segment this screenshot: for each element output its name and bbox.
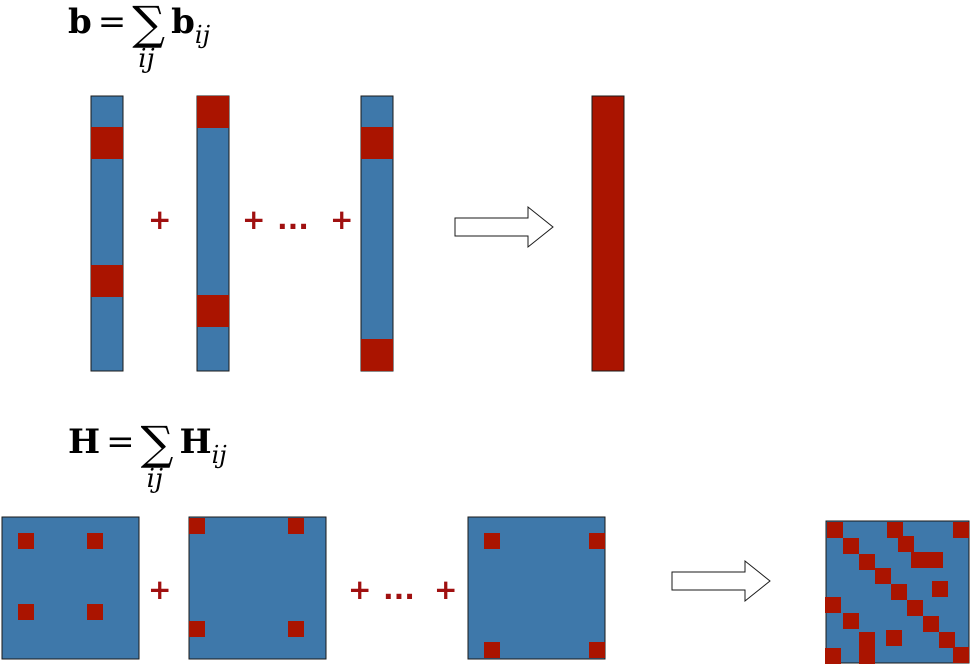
equation-h-subscript: ij: [146, 464, 164, 494]
matrix-highlight-block: [18, 604, 34, 620]
matrix-highlight-block: [891, 584, 907, 600]
matrix-highlight-block: [859, 554, 875, 570]
equation-b-sum-symbol: ∑ij: [132, 0, 165, 72]
matrix-h-term-1: [1, 516, 140, 660]
matrix-highlight-block: [907, 600, 923, 616]
matrix-highlight-block: [827, 522, 843, 538]
matrix-highlight-block: [859, 632, 875, 648]
matrix-h-term-n: [467, 516, 606, 660]
equation-h-rhs-index: ij: [211, 441, 227, 469]
equation-b-rhs-index: ij: [194, 21, 211, 49]
matrix-highlight-block: [886, 630, 902, 646]
equation-b-rhs: b: [171, 2, 195, 42]
vector-b-term-2: [196, 95, 230, 372]
matrix-highlight-block: [189, 621, 205, 637]
matrix-highlight-block: [589, 642, 605, 658]
matrix-highlight-block: [939, 632, 955, 648]
matrix-highlight-block: [87, 604, 103, 620]
matrix-highlight-block: [911, 552, 927, 568]
matrix-highlight-block: [953, 647, 969, 663]
vector-highlight-block: [197, 96, 229, 128]
vector-highlight-block: [361, 339, 393, 371]
matrix-highlight-block: [923, 616, 939, 632]
hollow-right-arrow-icon: [671, 559, 771, 603]
equation-h-sum-symbol: ∑ij: [141, 420, 174, 492]
matrix-highlight-block: [898, 536, 914, 552]
operator-ellipsis: ...: [383, 573, 415, 606]
matrix-highlight-block: [87, 533, 103, 549]
equation-b-lhs: b: [68, 2, 92, 42]
matrix-highlight-block: [825, 597, 841, 613]
matrix-highlight-block: [484, 642, 500, 658]
matrix-highlight-block: [189, 518, 205, 534]
operator-plus-1: +: [148, 203, 172, 236]
vector-highlight-block: [91, 127, 123, 159]
equation-b-subscript: ij: [138, 44, 155, 74]
matrix-highlight-block: [843, 613, 859, 629]
hollow-right-arrow-icon: [454, 205, 554, 249]
matrix-highlight-block: [932, 581, 948, 597]
equation-h-rhs: H: [179, 422, 212, 462]
operator-plus-3: +: [434, 573, 458, 606]
matrix-highlight-block: [288, 518, 304, 534]
vector-highlight-block: [197, 295, 229, 327]
operator-plus-2: +: [242, 203, 266, 236]
equation-h-equals: =: [106, 422, 135, 462]
operator-plus-2: +: [348, 573, 372, 606]
equation-b-sigma: ∑: [132, 0, 166, 50]
matrix-highlight-block: [887, 522, 903, 538]
matrix-highlight-block: [859, 648, 875, 664]
vector-b-term-n: [360, 95, 394, 372]
vector-body: [196, 95, 230, 372]
equation-b-equals: =: [97, 2, 127, 42]
operator-ellipsis: ...: [277, 203, 309, 236]
matrix-highlight-block: [825, 648, 841, 664]
matrix-highlight-block: [18, 533, 34, 549]
matrix-body: [188, 516, 327, 660]
vector-highlight-block: [91, 265, 123, 297]
vector-b-term-1: [90, 95, 124, 372]
equation-h-sigma: ∑: [140, 416, 174, 470]
matrix-highlight-block: [843, 538, 859, 554]
equation-h-lhs: H: [68, 422, 101, 462]
matrix-h-result: [825, 520, 970, 664]
operator-plus-1: +: [148, 573, 172, 606]
matrix-highlight-block: [589, 533, 605, 549]
matrix-highlight-block: [953, 522, 969, 538]
matrix-highlight-block: [875, 568, 891, 584]
matrix-highlight-block: [927, 552, 943, 568]
matrix-highlight-block: [288, 621, 304, 637]
vector-highlight-block: [361, 127, 393, 159]
operator-plus-3: +: [330, 203, 354, 236]
matrix-h-term-2: [188, 516, 327, 660]
matrix-highlight-block: [484, 533, 500, 549]
vector-b-result: [591, 95, 625, 372]
